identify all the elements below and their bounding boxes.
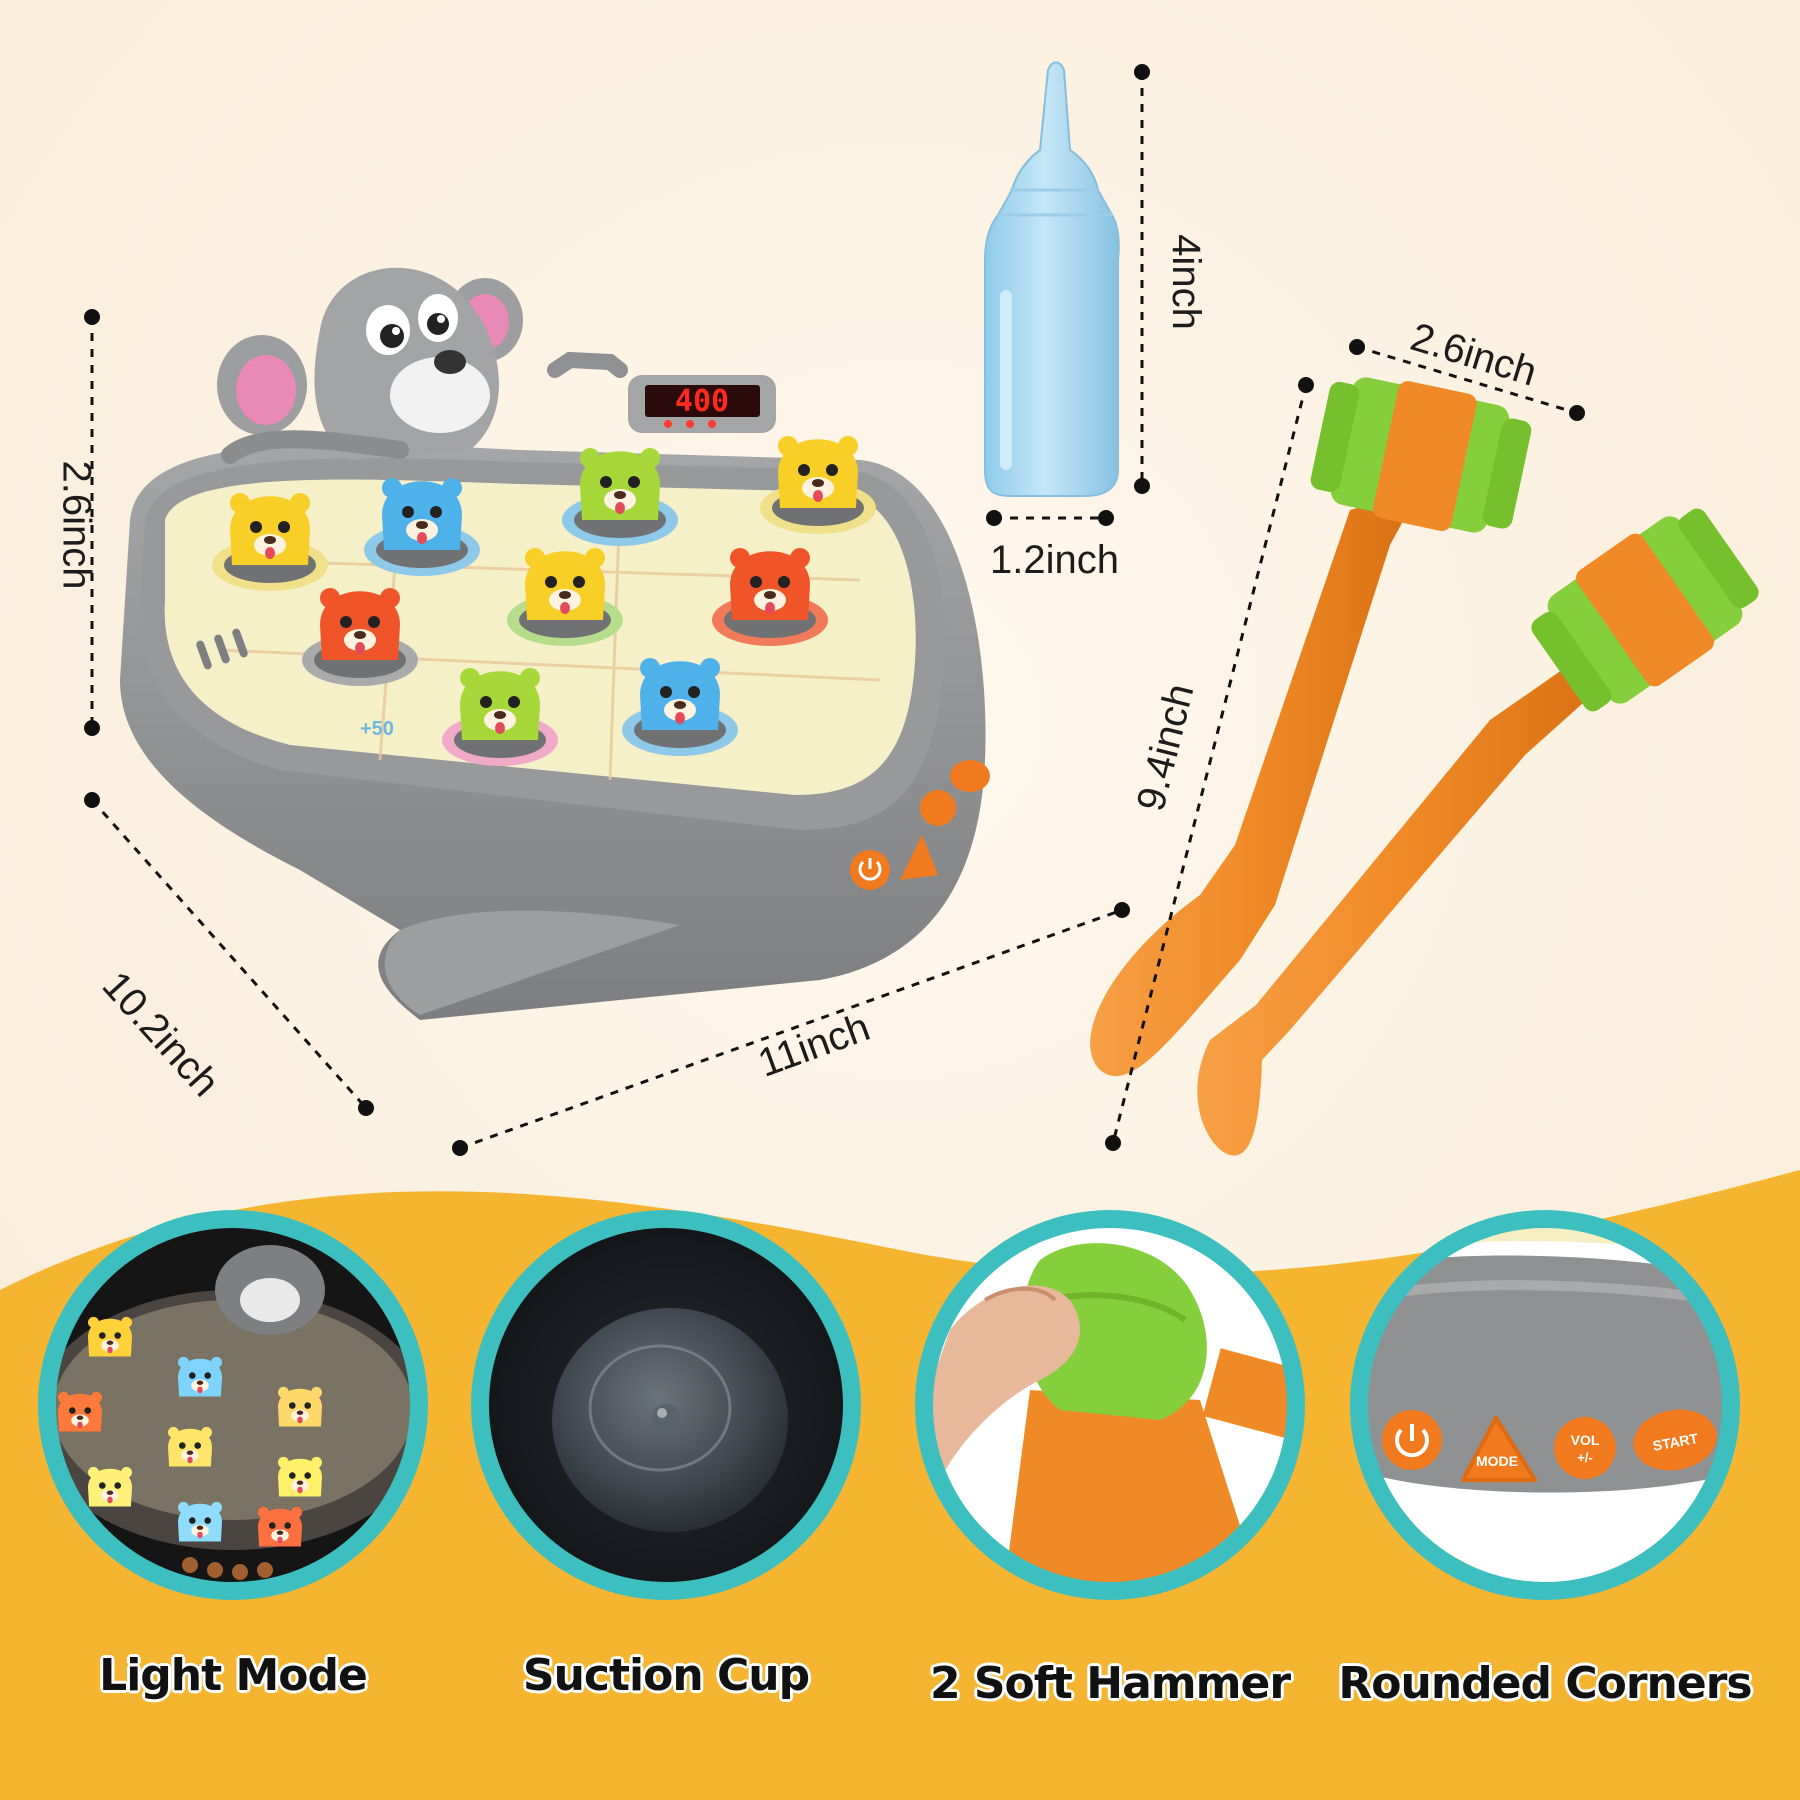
mole-figure (178, 1356, 222, 1397)
hammer-front (1090, 377, 1532, 1077)
vol-label: VOL (1571, 1432, 1600, 1448)
mole-figure (442, 668, 558, 766)
vol-button-closeup (1554, 1417, 1616, 1479)
mole-figure (622, 658, 738, 756)
svg-text:+50: +50 (360, 718, 394, 740)
vol-sub-label: +/- (1577, 1450, 1593, 1465)
dimension-lines (90, 72, 1578, 1150)
feature-label-rounded-corners: Rounded Corners (1338, 1658, 1752, 1709)
mole-figure (562, 448, 678, 546)
mole-figure (258, 1506, 302, 1547)
mode-button[interactable] (900, 835, 938, 880)
score-readout: 400 (675, 384, 729, 419)
start-label: START (1651, 1430, 1699, 1454)
mole-figure (364, 478, 480, 576)
mole-figure (212, 493, 328, 591)
mole-figure (712, 548, 828, 646)
feature-label-suction-cup: Suction Cup (522, 1650, 810, 1701)
dimension-endpoints (84, 64, 1585, 1156)
mouse-tail (384, 910, 680, 1015)
label-bottle-height: 4inch (1163, 234, 1208, 330)
start-button-closeup (1633, 1409, 1717, 1471)
mole-figure (278, 1386, 322, 1427)
feature-circle-light-mode (38, 1210, 428, 1600)
speaker-slots (196, 628, 248, 670)
vol-button[interactable] (920, 790, 956, 826)
mole-grid (212, 436, 876, 766)
feature-label-soft-hammer: 2 Soft Hammer (929, 1658, 1291, 1709)
water-bottle (984, 61, 1120, 497)
feature-circle-rounded-corners: MODE VOL +/- START (1350, 1210, 1740, 1600)
power-button[interactable] (850, 850, 890, 890)
hammer-back (1197, 508, 1759, 1156)
mole-figure (507, 548, 623, 646)
mole-figure (88, 1316, 132, 1357)
board-buttons (850, 760, 990, 890)
mole-figure (58, 1391, 102, 1432)
feature-circle-soft-hammer (915, 1210, 1305, 1600)
mole-figure (302, 588, 418, 686)
mole-figure (760, 436, 876, 534)
score-panel: 400 (547, 351, 776, 433)
mode-label: MODE (1476, 1453, 1518, 1469)
yellow-band (0, 1170, 1800, 1800)
mouse-head (217, 267, 523, 464)
start-button[interactable] (950, 760, 990, 792)
feature-circle-suction-cup (471, 1210, 861, 1600)
mole-figure (178, 1501, 222, 1542)
feature-label-light-mode: Light Mode (99, 1650, 368, 1701)
label-bottle-width: 1.2inch (990, 538, 1119, 582)
whack-a-mole-board: +50 400 (120, 267, 990, 1021)
label-board-height: 2.6inch (54, 460, 99, 590)
mode-button-closeup (1461, 1416, 1537, 1482)
mole-figure (278, 1456, 322, 1497)
mole-figure (88, 1466, 132, 1507)
mole-figure (168, 1426, 212, 1467)
